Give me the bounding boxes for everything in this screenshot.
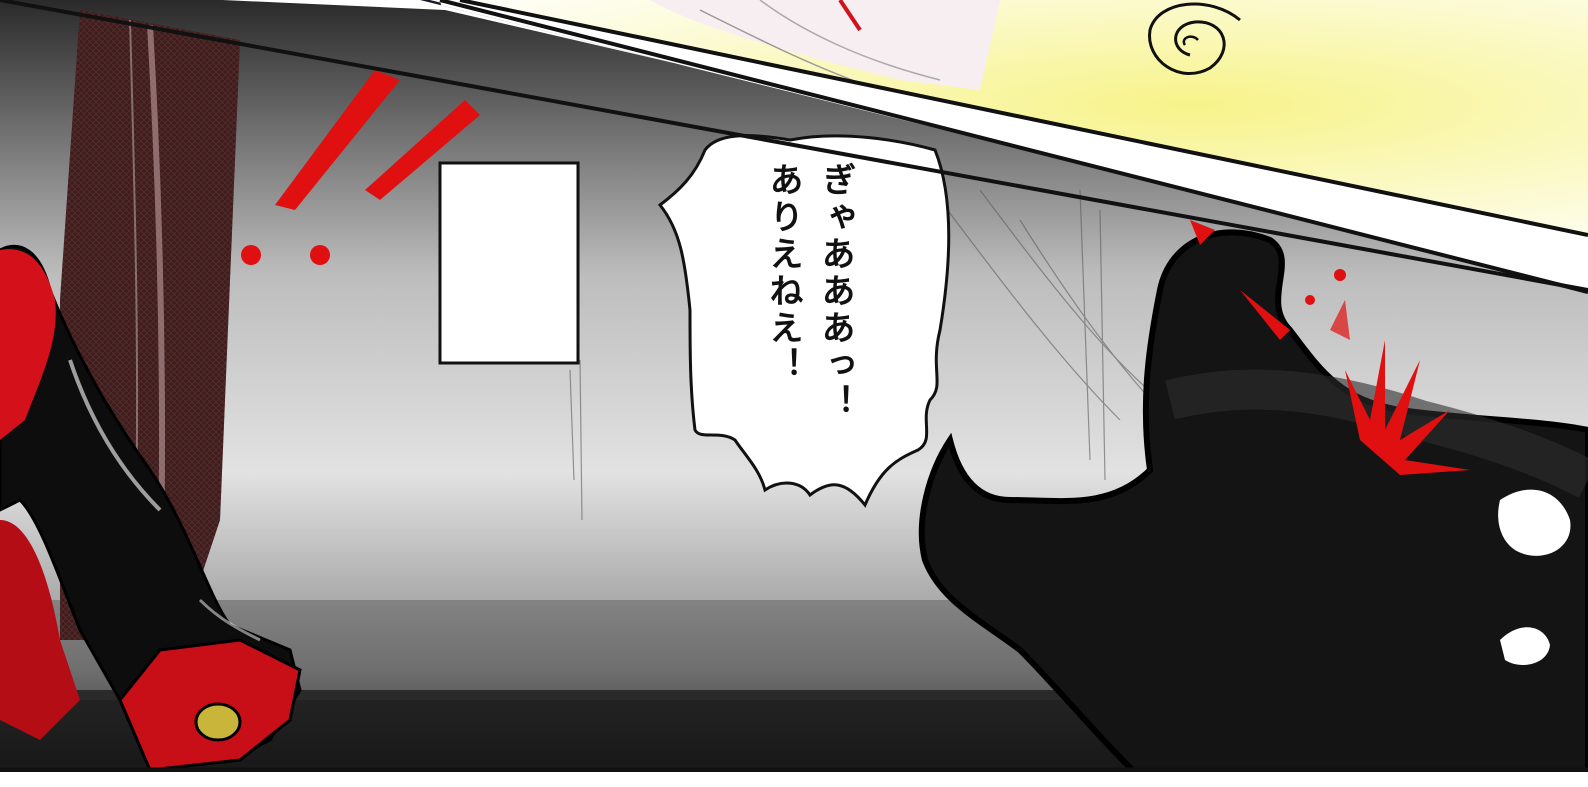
red-exclamation-marks — [241, 70, 480, 265]
black-creature — [918, 220, 1588, 770]
blank-narration-box — [438, 161, 580, 365]
speech-bubble-shape — [657, 134, 951, 508]
speech-line-2: ありえねえ！ — [763, 162, 803, 384]
speech-line-1: ぎゃあああっ！ — [815, 162, 855, 421]
red-high-heel — [0, 244, 302, 770]
